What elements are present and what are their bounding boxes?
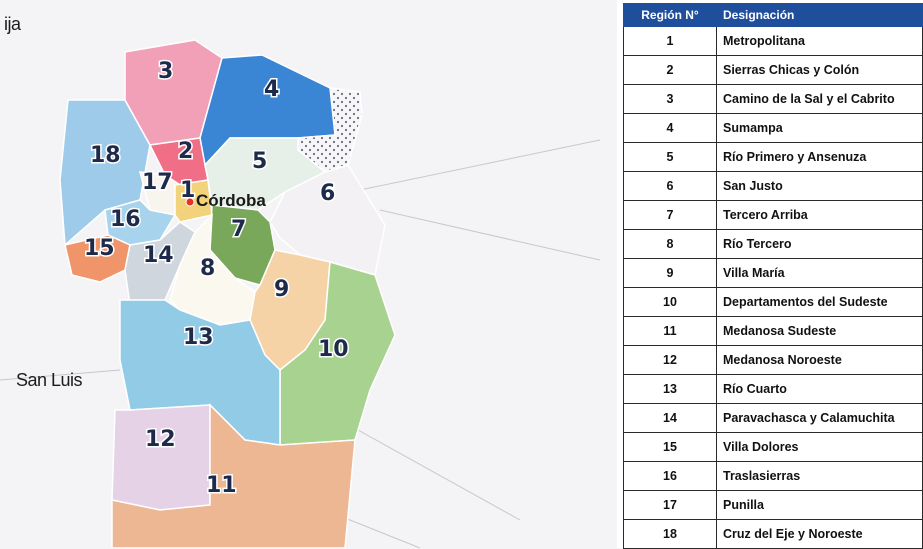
place-label-san-luis: San Luis	[16, 370, 83, 390]
legend-region-name: Metropolitana	[716, 26, 923, 56]
legend-region-number: 2	[623, 55, 717, 85]
region-number-18: 18	[90, 143, 121, 168]
region-number-2: 2	[178, 139, 193, 164]
legend-region-number: 7	[623, 200, 717, 230]
legend-region-number: 18	[623, 519, 717, 549]
region-number-10: 10	[318, 337, 349, 362]
legend-header-designation: Designación	[716, 3, 923, 27]
legend-region-name: Río Cuarto	[716, 374, 923, 404]
legend-region-number: 11	[623, 316, 717, 346]
region-number-8: 8	[200, 256, 215, 281]
cordoba-city-label: Córdoba	[196, 191, 266, 210]
legend-region-name: Río Primero y Ansenuza	[716, 142, 923, 172]
cordoba-city-marker[interactable]	[185, 197, 195, 207]
region-number-11: 11	[206, 473, 237, 498]
legend-region-name: Villa María	[716, 258, 923, 288]
region-number-1: 1	[180, 178, 195, 203]
map-area: Córdoba 1 2 3 4 5 6 7 8 9 10 11 12 13 14…	[0, 14, 600, 548]
legend-region-name: Sumampa	[716, 113, 923, 143]
legend-region-name: Sierras Chicas y Colón	[716, 55, 923, 85]
legend-region-number: 5	[623, 142, 717, 172]
region-number-15: 15	[84, 236, 115, 261]
region-11-shape[interactable]	[111, 403, 356, 548]
region-number-14: 14	[143, 243, 174, 268]
region-number-12: 12	[145, 427, 176, 452]
legend-region-name: Paravachasca y Calamuchita	[716, 403, 923, 433]
legend-region-number: 8	[623, 229, 717, 259]
legend-region-number: 1	[623, 26, 717, 56]
region-number-4: 4	[264, 77, 279, 102]
legend-region-name: Camino de la Sal y el Cabrito	[716, 84, 923, 114]
legend-region-name: Departamentos del Sudeste	[716, 287, 923, 317]
region-map: Córdoba 1 2 3 4 5 6 7 8 9 10 11 12 13 14…	[0, 39, 600, 548]
region-12-shape[interactable]	[111, 404, 211, 511]
legend-region-number: 15	[623, 432, 717, 462]
region-number-16: 16	[110, 207, 141, 232]
legend-region-number: 3	[623, 84, 717, 114]
legend-region-name: Río Tercero	[716, 229, 923, 259]
region-number-13: 13	[183, 325, 214, 350]
legend-region-number: 6	[623, 171, 717, 201]
legend-region-number: 16	[623, 461, 717, 491]
region-number-9: 9	[274, 277, 289, 302]
legend-header-number: Región N°	[623, 3, 717, 27]
legend-region-name: Tercero Arriba	[716, 200, 923, 230]
legend-region-number: 14	[623, 403, 717, 433]
region-number-3: 3	[158, 59, 173, 84]
legend-region-name: Traslasierras	[716, 461, 923, 491]
region-number-labels: 1 2 3 4 5 6 7 8 9 10 11 12 13 14 15 16 1…	[83, 58, 351, 500]
legend-region-name: San Justo	[716, 171, 923, 201]
legend-region-number: 12	[623, 345, 717, 375]
legend-region-name: Medanosa Sudeste	[716, 316, 923, 346]
legend-region-name: Villa Dolores	[716, 432, 923, 462]
region-number-7: 7	[231, 217, 246, 242]
region-number-17: 17	[142, 170, 173, 195]
legend-region-name: Medanosa Noroeste	[716, 345, 923, 375]
region-number-5: 5	[252, 149, 267, 174]
legend-region-number: 13	[623, 374, 717, 404]
region-number-6: 6	[320, 181, 335, 206]
place-label-top-left: ija	[4, 14, 21, 34]
legend-region-number: 17	[623, 490, 717, 520]
legend-region-number: 9	[623, 258, 717, 288]
legend-header-row: Región N° Designación	[623, 3, 923, 27]
legend-region-number: 10	[623, 287, 717, 317]
region-5-shape[interactable]	[204, 137, 327, 211]
legend-region-number: 4	[623, 113, 717, 143]
legend-region-name: Punilla	[716, 490, 923, 520]
legend-region-name: Cruz del Eje y Noroeste	[716, 519, 923, 549]
